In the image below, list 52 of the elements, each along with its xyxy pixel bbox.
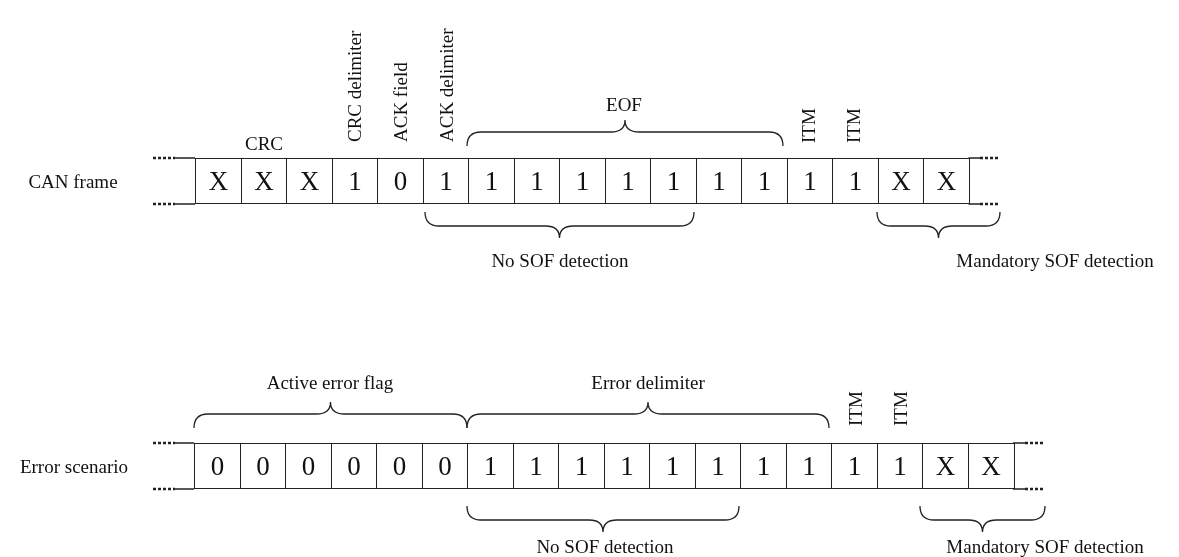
- field-label: ITM: [798, 108, 818, 143]
- bit-cell: 1: [422, 158, 470, 204]
- bit-cell: 1: [512, 443, 560, 489]
- bit-cell: 1: [603, 443, 651, 489]
- row-label: CAN frame: [28, 171, 118, 191]
- field-label: ITM: [890, 391, 910, 426]
- bit-cell: 0: [239, 443, 287, 489]
- bit-cell: 1: [467, 443, 514, 489]
- range-label: No SOF detection: [536, 536, 674, 556]
- bit-cell: X: [877, 158, 925, 204]
- field-label: ACK delimiter: [436, 28, 456, 142]
- bit-cell: X: [195, 158, 242, 204]
- field-label: CRC delimiter: [344, 30, 364, 142]
- bit-cell: 0: [194, 443, 241, 489]
- field-label: ITM: [845, 391, 865, 426]
- bit-cell: 1: [558, 443, 605, 489]
- bit-cell: 1: [740, 443, 787, 489]
- bit-cell: 0: [285, 443, 332, 489]
- field-label: ACK field: [390, 62, 410, 142]
- bit-cell: 1: [513, 158, 561, 204]
- field-label: EOF: [606, 94, 642, 114]
- field-label: CRC: [245, 133, 283, 153]
- bit-cell: 1: [741, 158, 788, 204]
- range-label: Mandatory SOF detection: [946, 536, 1144, 556]
- bit-cell: 1: [559, 158, 606, 204]
- bit-cell: 0: [421, 443, 469, 489]
- bit-cell: 0: [330, 443, 378, 489]
- bit-cell: 1: [876, 443, 924, 489]
- bit-cell: 1: [650, 158, 697, 204]
- row-label: Error scenario: [19, 456, 129, 476]
- range-label: Mandatory SOF detection: [956, 250, 1154, 270]
- bit-cell: X: [286, 158, 333, 204]
- field-label: Active error flag: [266, 372, 394, 392]
- bit-cell: X: [922, 443, 969, 489]
- field-label: ITM: [843, 108, 863, 143]
- bit-cell: 1: [331, 158, 379, 204]
- range-label: No SOF detection: [491, 250, 629, 270]
- bit-cell: 1: [604, 158, 652, 204]
- bit-cell: 1: [786, 158, 834, 204]
- field-label: Error delimiter: [591, 372, 705, 392]
- bit-cell: X: [240, 158, 288, 204]
- bit-cell: X: [967, 443, 1015, 489]
- bit-cell: X: [923, 158, 970, 204]
- bit-cell: 1: [832, 158, 879, 204]
- bit-cell: 1: [831, 443, 878, 489]
- bit-cell: 0: [376, 443, 423, 489]
- bit-cell: 0: [377, 158, 424, 204]
- bit-cell: 1: [695, 158, 743, 204]
- bit-cell: 1: [649, 443, 696, 489]
- bit-cell: 1: [694, 443, 742, 489]
- bit-cell: 1: [468, 158, 515, 204]
- bit-cell: 1: [785, 443, 833, 489]
